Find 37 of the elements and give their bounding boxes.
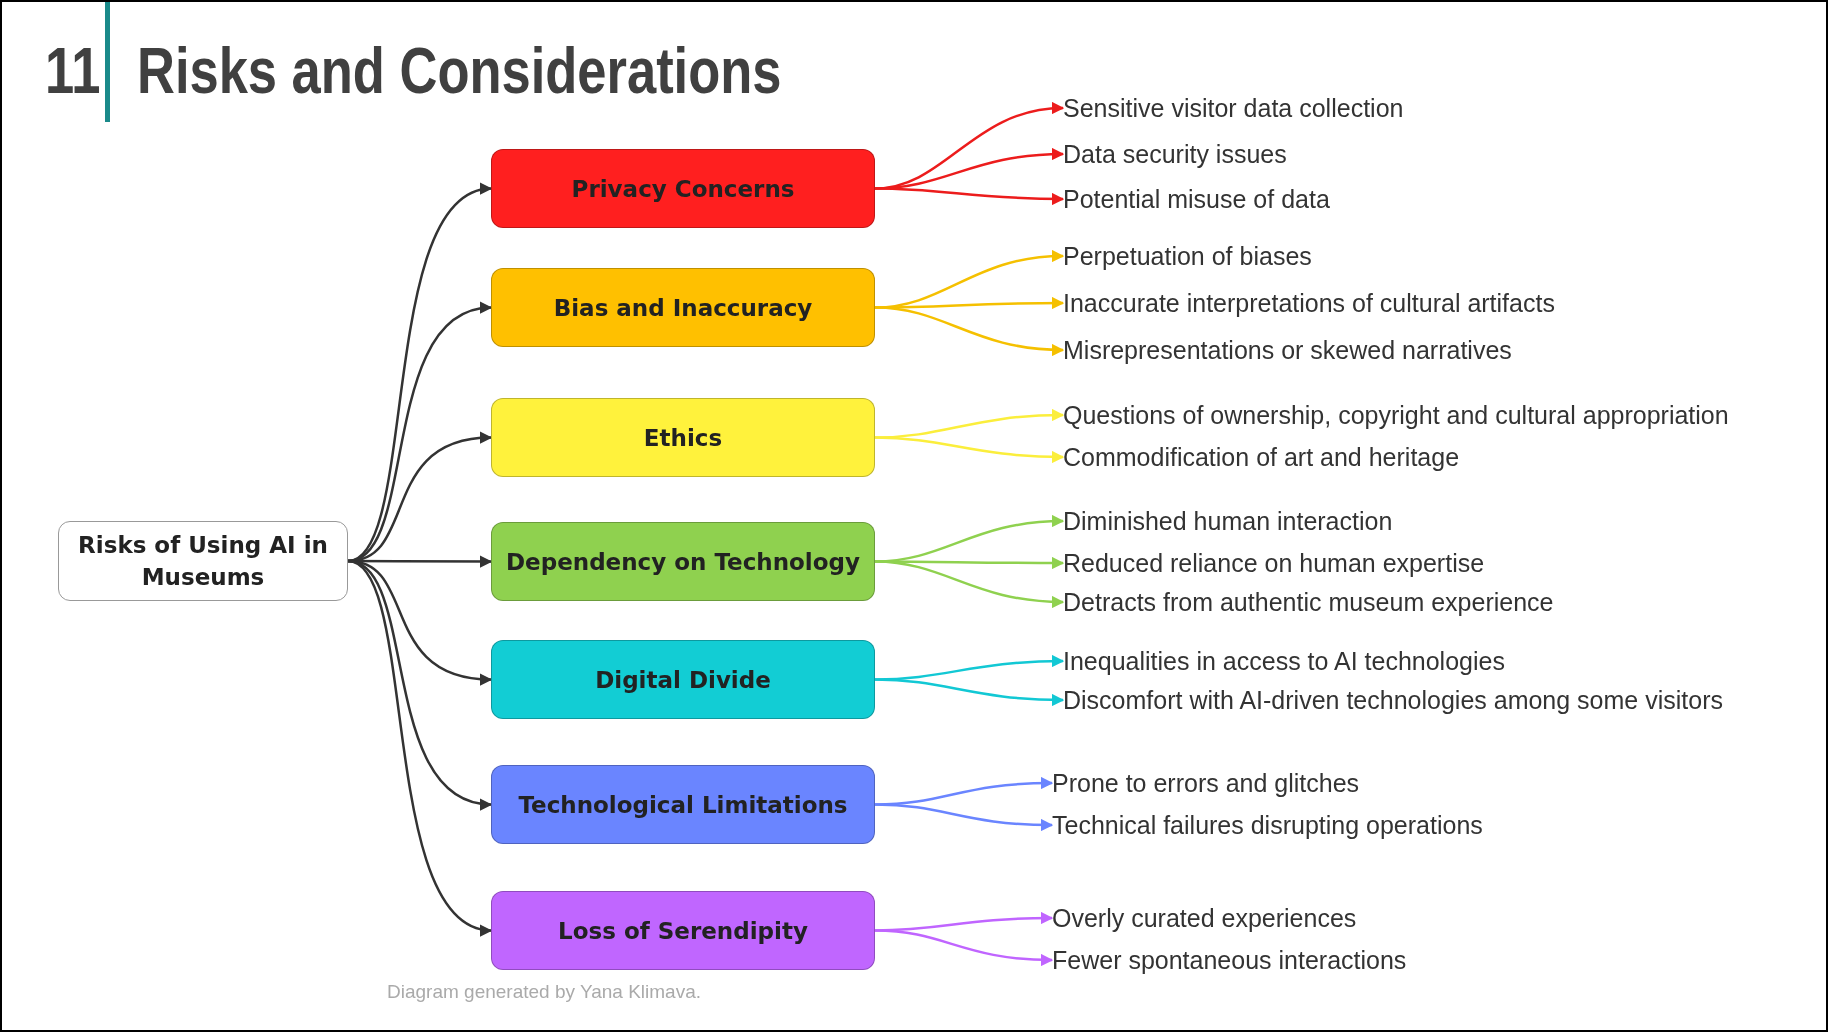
category-box: Privacy Concerns [491,149,875,228]
category-box: Dependency on Technology [491,522,875,601]
arrow [874,678,1065,707]
slide-number: 11 [45,34,101,108]
arrow [874,929,1054,966]
arrow [874,436,1065,464]
risk-item-text: Discomfort with AI-driven technologies among some visitors [1063,683,1815,717]
arrow [347,559,493,934]
caption: Diagram generated by Yana Klimava. [387,981,702,1003]
root-box: Risks of Using AI in Museums [58,521,348,601]
category-box: Loss of Serendipity [491,891,875,970]
category-box: Bias and Inaccuracy [491,268,875,347]
risk-item-text: Data security issues [1063,137,1815,171]
risk-item-text: Misrepresentations or skewed narratives [1063,333,1815,367]
arrow [874,306,1065,356]
risk-item-text: Perpetuation of biases [1063,239,1815,273]
risk-item-text: Detracts from authentic museum experience [1063,585,1815,619]
arrow [874,560,1065,608]
risk-item-text: Overly curated experiences [1052,901,1815,935]
risk-item-text: Diminished human interaction [1063,504,1815,538]
risk-item-text: Inequalities in access to AI technologies [1063,644,1815,678]
risk-item-text: Sensitive visitor data collection [1063,91,1815,125]
risk-item-text: Commodification of art and heritage [1063,440,1815,474]
category-box: Digital Divide [491,640,875,719]
arrow [347,303,493,563]
category-box: Ethics [491,398,875,477]
category-box: Technological Limitations [491,765,875,844]
risk-item-text: Inaccurate interpretations of cultural artifacts [1063,286,1815,320]
slide-title: Risks and Considerations [137,34,782,108]
risk-item-text: Technical failures disrupting operations [1052,808,1815,842]
risk-item-text: Potential misuse of data [1063,182,1815,216]
arrow [874,803,1054,832]
risk-item-text: Fewer spontaneous interactions [1052,943,1815,977]
risk-item-text: Reduced reliance on human expertise [1063,546,1815,580]
arrow [875,187,1065,206]
risk-item-text: Prone to errors and glitches [1052,766,1815,800]
risk-item-text: Questions of ownership, copyright and cultural appropriation [1063,398,1815,432]
